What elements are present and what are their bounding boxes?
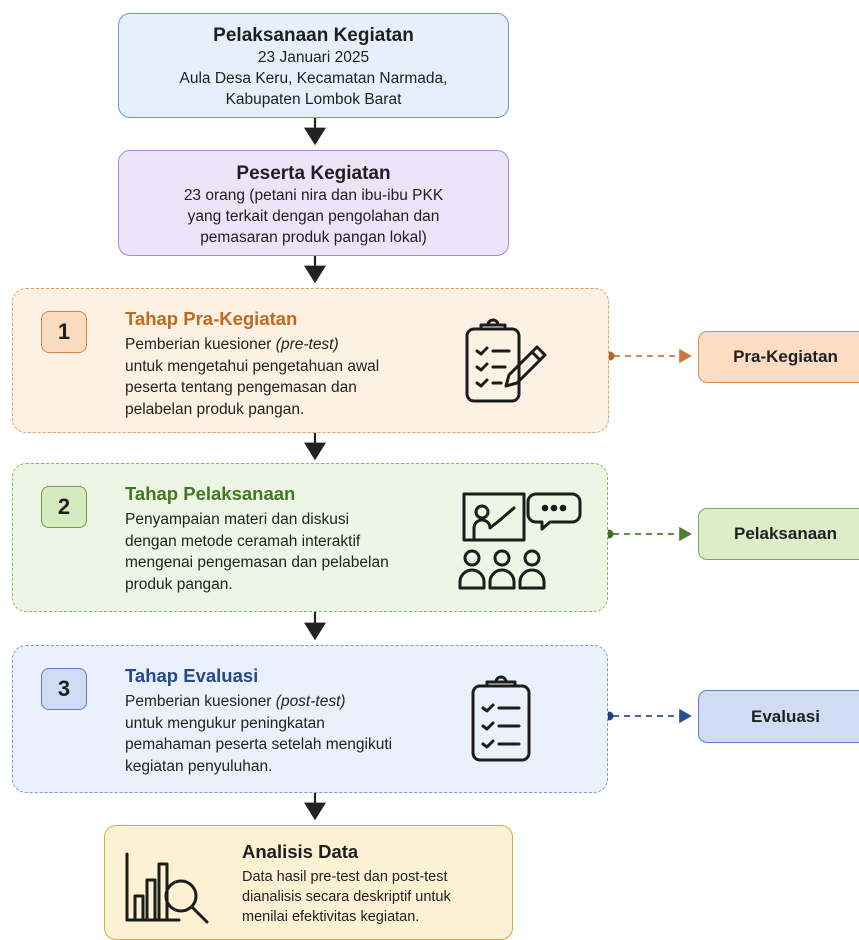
desc-italic: (post-test) xyxy=(275,693,346,710)
stage-desc-line: pelabelan produk pangan. xyxy=(125,400,305,418)
analisis-data-box: Analisis Data Data hasil pre-test dan po… xyxy=(104,825,513,940)
peserta-line: yang terkait dengan pengolahan dan xyxy=(187,208,440,225)
pelaksanaan-regency: Kabupaten Lombok Barat xyxy=(225,91,402,108)
stage-desc-line: kegiatan penyuluhan. xyxy=(125,757,273,775)
stage-desc-line: Pemberian kuesioner (post-test) xyxy=(125,691,392,713)
stage-evaluasi: 3 Tahap Evaluasi Pemberian kuesioner (po… xyxy=(12,645,608,793)
stage-title: Tahap Pra-Kegiatan xyxy=(125,308,298,329)
stage-desc-line: Pemberian kuesioner (pre-test) xyxy=(125,334,379,356)
desc-text: Pemberian kuesioner xyxy=(125,336,276,353)
stage-title: Tahap Pelaksanaan xyxy=(125,483,296,504)
analisis-line: Data hasil pre-test dan post-test xyxy=(242,869,448,885)
stage-description: Pemberian kuesioner (post-test) untuk me… xyxy=(125,691,392,777)
presentation-audience-icon xyxy=(458,492,582,590)
stage-text: Tahap Evaluasi Pemberian kuesioner (post… xyxy=(125,664,392,777)
stage-pelaksanaan: 2 Tahap Pelaksanaan Penyampaian materi d… xyxy=(12,463,608,612)
stage-desc-line: untuk mengukur peningkatan xyxy=(125,714,325,732)
pill-pra-kegiatan: Pra-Kegiatan xyxy=(698,331,859,383)
stage-text: Tahap Pra-Kegiatan Pemberian kuesioner (… xyxy=(125,307,379,420)
stage-desc-line: produk pangan. xyxy=(125,575,233,593)
peserta-title: Peserta Kegiatan xyxy=(236,163,391,184)
pelaksanaan-title: Pelaksanaan Kegiatan xyxy=(213,25,414,46)
clipboard-checklist-icon xyxy=(471,675,531,762)
peserta-line: pemasaran produk pangan lokal) xyxy=(200,229,427,246)
pill-evaluasi: Evaluasi xyxy=(698,690,859,743)
stage-desc-line: untuk mengetahui pengetahuan awal xyxy=(125,357,380,375)
stage-number: 2 xyxy=(41,486,87,528)
stage-desc-line: pemahaman peserta setelah mengikuti xyxy=(125,736,393,753)
stage-description: Penyampaian materi dan diskusi dengan me… xyxy=(125,509,389,595)
peserta-kegiatan-box: Peserta Kegiatan 23 orang (petani nira d… xyxy=(118,150,509,256)
stage-desc-line: mengenai pengemasan dan pelabelan xyxy=(125,554,389,571)
analisis-line: menilai efektivitas kegiatan. xyxy=(242,909,420,925)
pelaksanaan-location: Aula Desa Keru, Kecamatan Narmada, xyxy=(179,70,448,87)
stage-number: 1 xyxy=(41,311,87,353)
analisis-title: Analisis Data xyxy=(242,841,359,862)
stage-desc-line: Penyampaian materi dan diskusi xyxy=(125,511,350,528)
stage-text: Tahap Pelaksanaan Penyampaian materi dan… xyxy=(125,482,389,595)
stage-description: Pemberian kuesioner (pre-test) untuk men… xyxy=(125,334,379,420)
analisis-line: dianalisis secara deskriptif untuk xyxy=(242,889,451,905)
analisis-text: Analisis Data Data hasil pre-test dan po… xyxy=(242,840,451,927)
stage-pra-kegiatan: 1 Tahap Pra-Kegiatan Pemberian kuesioner… xyxy=(12,288,609,433)
desc-italic: (pre-test) xyxy=(275,336,339,353)
pelaksanaan-date: 23 Januari 2025 xyxy=(257,49,370,66)
pelaksanaan-kegiatan-box: Pelaksanaan Kegiatan 23 Januari 2025 Aul… xyxy=(118,13,509,118)
chart-magnifier-icon xyxy=(125,852,209,924)
peserta-line: 23 orang (petani nira dan ibu-ibu PKK xyxy=(183,187,444,204)
stage-title: Tahap Evaluasi xyxy=(125,665,259,686)
desc-text: Pemberian kuesioner xyxy=(125,693,276,710)
stage-desc-line: dengan metode ceramah interaktif xyxy=(125,532,361,550)
pill-pelaksanaan: Pelaksanaan xyxy=(698,508,859,560)
stage-number: 3 xyxy=(41,668,87,710)
clipboard-pencil-icon xyxy=(465,318,547,403)
stage-desc-line: peserta tentang pengemasan dan xyxy=(125,379,357,396)
